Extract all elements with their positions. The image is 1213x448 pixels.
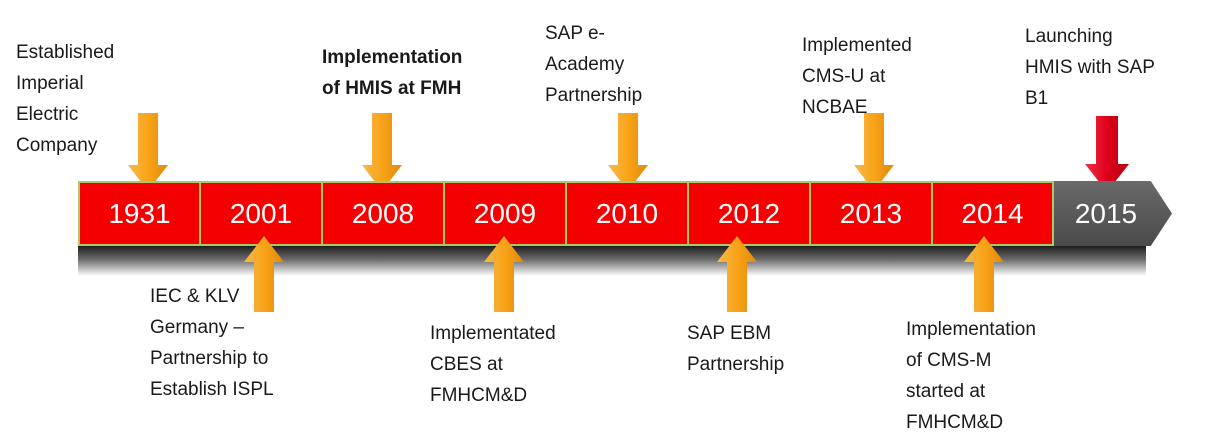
- up-arrow-2009: [484, 236, 524, 312]
- year-cell-2010: 2010: [566, 181, 688, 246]
- event-label-2012: SAP EBM Partnership: [687, 323, 785, 375]
- event-label-1931: Established Imperial Electric Company: [16, 42, 115, 156]
- year-cell-1931: 1931: [78, 181, 200, 246]
- event-label-2009: Implementated CBES at FMHCM&D: [430, 323, 556, 406]
- event-label-2008: Implementation of HMIS at FMH: [322, 47, 463, 99]
- event-label-2015: Launching HMIS with SAP B1: [1025, 26, 1155, 109]
- event-label-2013: Implemented CMS-U at NCBAE: [802, 35, 912, 118]
- year-cell-2013: 2013: [810, 181, 932, 246]
- year-cell-2015: 2015: [1054, 181, 1172, 246]
- year-cell-2012: 2012: [688, 181, 810, 246]
- down-arrow-1931: [128, 113, 168, 191]
- year-cell-2008: 2008: [322, 181, 444, 246]
- up-arrow-2012: [717, 236, 757, 312]
- year-cell-2009: 2009: [444, 181, 566, 246]
- timeline-band: 1931 2001 2008 2009 2010 2012 2013 2014: [78, 181, 1054, 246]
- up-arrow-2014: [964, 236, 1004, 312]
- year-cell-2001: 2001: [200, 181, 322, 246]
- year-cell-2014: 2014: [932, 181, 1054, 246]
- down-arrow-2015: [1085, 116, 1129, 192]
- event-label-2014: Implementation of CMS-M started at FMHCM…: [906, 319, 1036, 433]
- down-arrow-2013: [854, 113, 894, 191]
- down-arrow-2010: [608, 113, 648, 191]
- down-arrow-2008: [362, 113, 402, 191]
- event-label-2010: SAP e- Academy Partnership: [545, 23, 643, 106]
- event-label-2001: IEC & KLV Germany – Partnership to Estab…: [150, 286, 274, 400]
- up-arrow-2001: [244, 236, 284, 312]
